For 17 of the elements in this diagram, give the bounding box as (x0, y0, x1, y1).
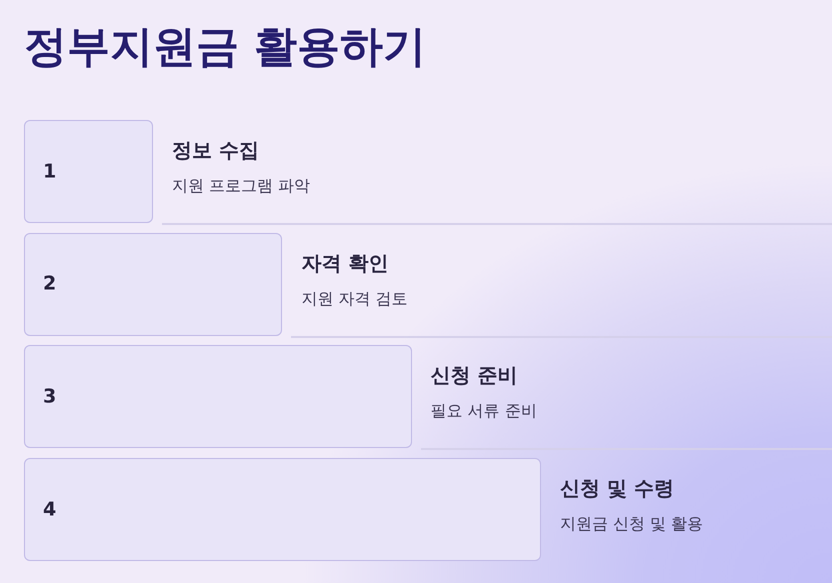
step-description: 지원금 신청 및 활용 (560, 514, 704, 534)
step-box (24, 232, 282, 336)
step-number: 4 (43, 500, 56, 520)
step-heading: 신청 및 수령 (560, 476, 674, 500)
step-heading: 자격 확인 (301, 250, 388, 275)
step-box (24, 458, 541, 562)
step-box (24, 120, 153, 223)
step-description: 지원 자격 검토 (301, 288, 408, 308)
title: 정부지원금 활용하기 (24, 22, 426, 74)
step-number: 3 (43, 387, 56, 406)
step-heading: 정보 수집 (172, 138, 259, 162)
step-heading: 신청 준비 (430, 363, 518, 388)
step-box (24, 345, 412, 448)
step-description: 필요 서류 준비 (430, 401, 537, 421)
step-number: 1 (43, 162, 56, 181)
step-description: 지원 프로그램 파악 (172, 176, 310, 196)
step-number: 2 (43, 274, 56, 294)
